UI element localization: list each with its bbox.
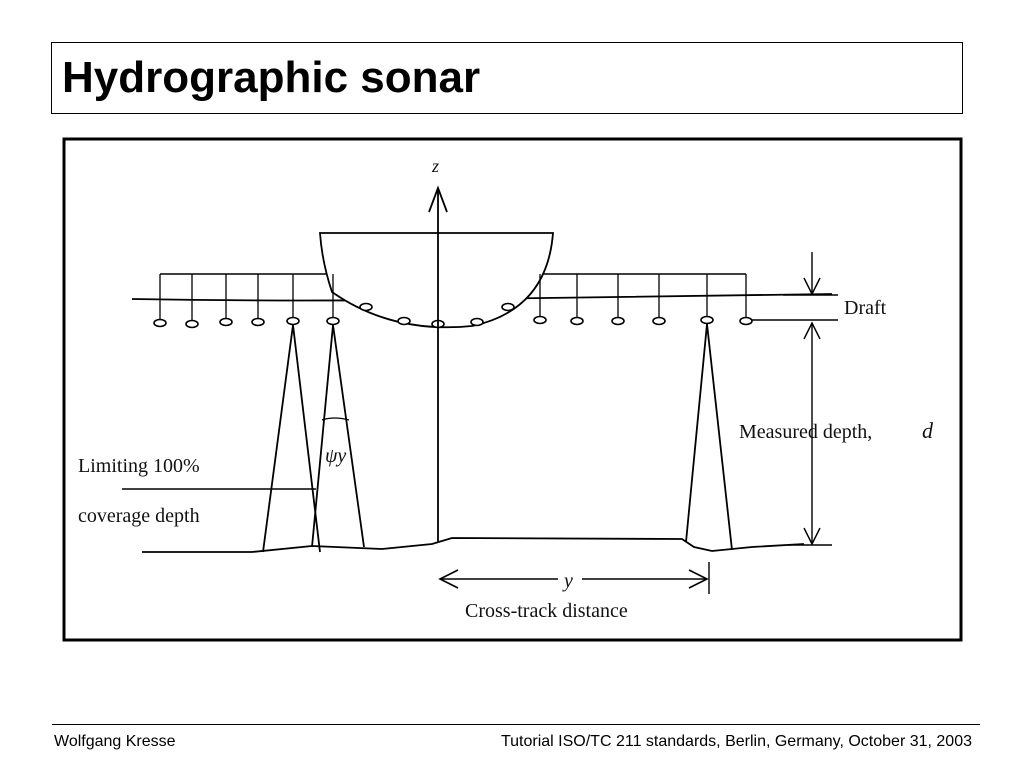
depth-arrow-bottom — [803, 527, 821, 546]
beam-angle-arc — [321, 417, 350, 421]
transducer-hangers — [159, 274, 747, 320]
limiting-label-line2: coverage depth — [78, 505, 200, 527]
cross-track-right-arrow — [688, 569, 709, 589]
cross-track-label: Cross-track distance — [465, 600, 628, 622]
slide-title: Hydrographic sonar — [62, 53, 481, 102]
seabed-line — [142, 537, 805, 553]
cross-track-left-arrow — [438, 569, 459, 589]
measured-depth-label: Measured depth, — [739, 421, 872, 443]
z-axis-arrow — [428, 185, 448, 213]
figure-frame — [62, 137, 963, 642]
z-axis-label: z — [431, 156, 439, 176]
sonar-beams — [262, 323, 733, 553]
beam-angle-label: ψy — [325, 445, 346, 467]
title-box: Hydrographic sonar — [51, 42, 963, 114]
sonar-diagram: z ψy Limiting 100% coverage depth Draft … — [52, 132, 966, 654]
y-axis-label: y — [562, 570, 573, 592]
vessel-hull — [319, 232, 554, 329]
footer-divider — [52, 724, 980, 725]
depth-symbol-label: d — [922, 418, 934, 443]
footer-event: Tutorial ISO/TC 211 standards, Berlin, G… — [500, 733, 972, 750]
footer-author: Wolfgang Kresse — [54, 733, 176, 750]
limiting-label-line1: Limiting 100% — [78, 455, 200, 477]
transducers — [153, 302, 753, 329]
draft-label: Draft — [844, 297, 887, 319]
depth-arrow-top — [803, 321, 821, 340]
draft-arrow-head — [803, 277, 821, 296]
sonar-diagram-svg: z ψy Limiting 100% coverage depth Draft … — [62, 137, 963, 642]
